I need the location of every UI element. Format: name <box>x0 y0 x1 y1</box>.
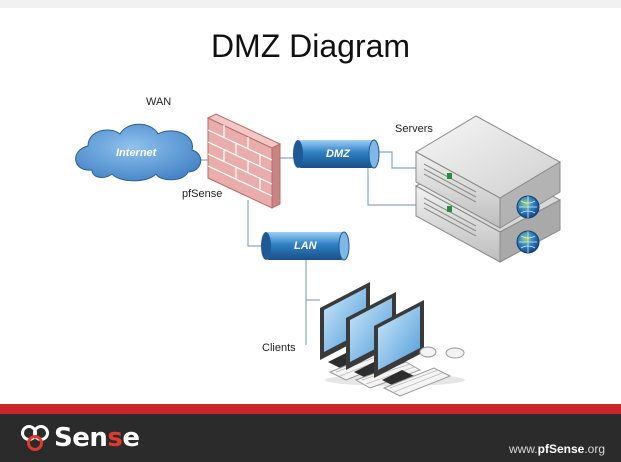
internet-label: Internet <box>116 147 157 159</box>
dmz-diagram <box>75 113 562 397</box>
clients-label: Clients <box>262 342 296 354</box>
lan-label: LAN <box>294 240 317 252</box>
internet-cloud <box>75 123 202 182</box>
website-url[interactable]: www.pfSense.org <box>508 442 605 456</box>
lan-network-pipe <box>261 231 350 261</box>
wan-label: WAN <box>146 96 172 108</box>
top-strip <box>0 0 621 8</box>
pfsense-logo: Sense <box>20 423 140 453</box>
pfsense-label: pfSense <box>182 188 223 200</box>
page-title: DMZ Diagram <box>210 28 411 64</box>
dmz-network-pipe <box>293 139 380 169</box>
server-rack-icon <box>414 115 562 263</box>
footer-accent-bar <box>0 404 621 414</box>
servers-label: Servers <box>395 123 433 135</box>
footer <box>0 414 621 462</box>
firewall-icon <box>206 113 282 209</box>
dmz-label: DMZ <box>326 148 350 160</box>
logo-wordmark: Sense <box>54 423 140 453</box>
pfsense-logo-mark-icon <box>21 425 49 451</box>
client-computers-icon <box>320 282 465 397</box>
